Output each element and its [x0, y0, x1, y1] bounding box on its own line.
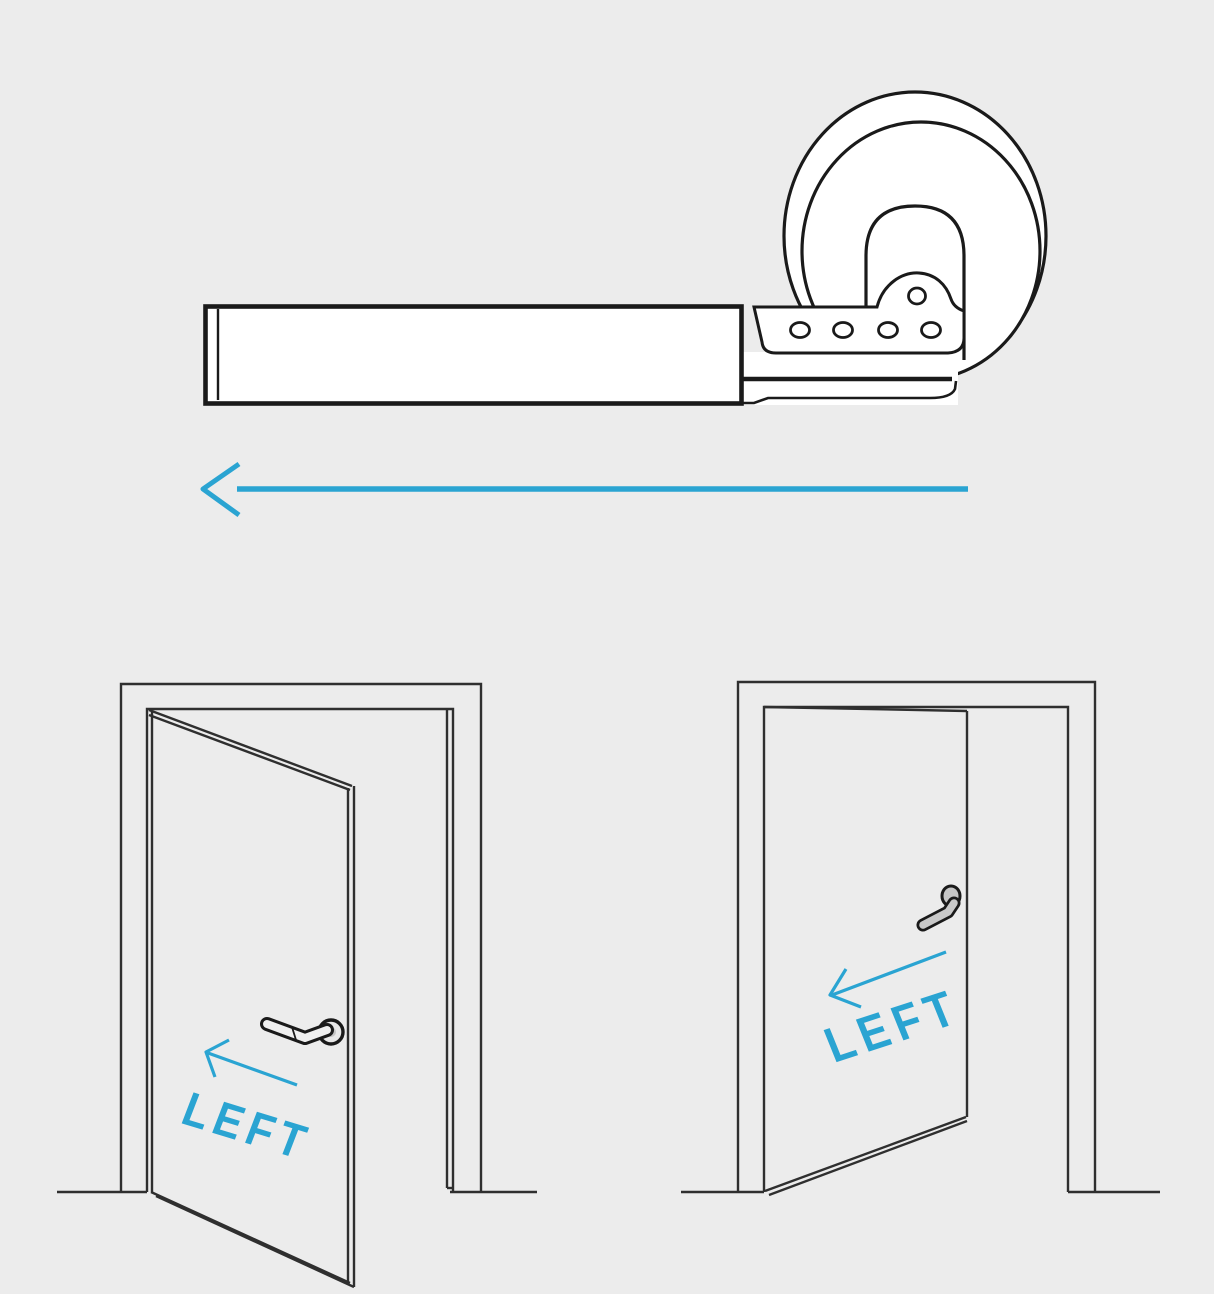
- left-arrow-icon: [828, 950, 947, 1009]
- main-left-arrow-icon: [200, 461, 968, 518]
- door-bottom-edge-thickness: [768, 1119, 968, 1197]
- door-frame-outer: [736, 680, 1097, 1192]
- door-top-edge: [763, 705, 968, 713]
- screw-hole: [832, 321, 854, 339]
- arrow-head: [200, 461, 241, 518]
- door-bottom-edge: [150, 1190, 351, 1285]
- screw-hole: [877, 321, 899, 339]
- lever-handle-illustration: [203, 90, 1048, 406]
- door-top-edge: [148, 708, 353, 788]
- screw-hole: [789, 321, 811, 339]
- screw-hole: [920, 321, 942, 339]
- handle-lever-bar: [203, 304, 744, 406]
- screw-hole: [907, 286, 927, 306]
- door-lever-handle-icon: [916, 884, 962, 932]
- door-opening-away-from-viewer: [681, 680, 1160, 1197]
- door-top-edge-thickness: [148, 713, 351, 792]
- door-frame-inner: [762, 705, 1070, 1192]
- door-bottom-edge-thickness: [155, 1194, 355, 1289]
- door-opening-toward-viewer: [57, 682, 537, 1289]
- door-bottom-edge: [764, 1115, 967, 1193]
- door-frame-outer: [119, 682, 483, 1192]
- door-frame-inner: [145, 707, 455, 1192]
- door-lever-handle-icon: [260, 1017, 345, 1046]
- left-arrow-icon: [204, 1038, 298, 1087]
- handle-shank-bottom-edge: [742, 380, 958, 405]
